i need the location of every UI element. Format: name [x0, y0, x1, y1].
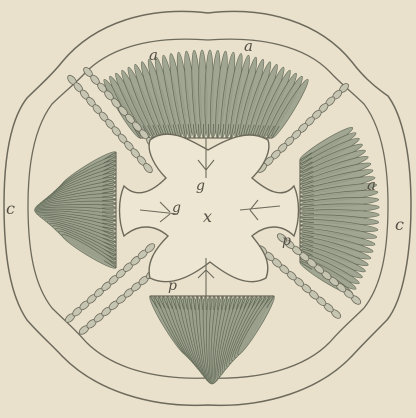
label-a-top-left: a — [149, 46, 158, 64]
label-g-upper: g — [196, 178, 205, 194]
label-a-top-right: a — [244, 37, 253, 55]
label-a-right: a — [367, 176, 376, 194]
label-c-left: c — [6, 199, 15, 218]
label-p-right: p — [282, 233, 291, 249]
label-p-lower: p — [168, 278, 177, 294]
label-c-right: c — [395, 215, 404, 234]
label-g-left: g — [172, 200, 181, 216]
label-x-center: x — [203, 207, 212, 226]
